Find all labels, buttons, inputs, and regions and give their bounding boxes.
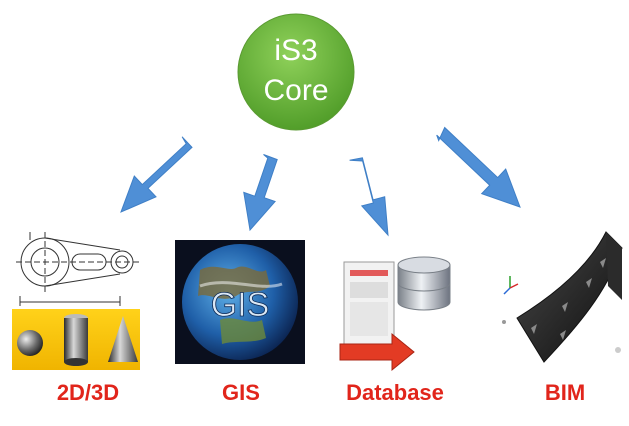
arrow-to-database — [349, 157, 389, 237]
module-label-gis: GIS — [222, 380, 260, 405]
module-label-2d3d: 2D/3D — [56, 380, 120, 405]
arrow-to-2d3d — [120, 136, 193, 213]
module-label-database: Database — [346, 380, 444, 405]
arrow-to-bim — [436, 126, 521, 208]
database-cylinder-icon — [339, 256, 451, 372]
arrow-to-gis — [243, 154, 278, 232]
core-label-line1: iS3 — [274, 34, 317, 67]
core-label-line2: Core — [263, 74, 328, 107]
cad-drawing-and-solid-shapes-icon — [12, 232, 142, 370]
module-label-bim: BIM — [544, 380, 586, 405]
core-node: iS3 Core — [237, 13, 355, 131]
curved-tunnel-segment-icon — [502, 231, 623, 363]
globe-text: GIS — [211, 286, 270, 324]
earth-globe-icon: GIS — [175, 240, 305, 364]
